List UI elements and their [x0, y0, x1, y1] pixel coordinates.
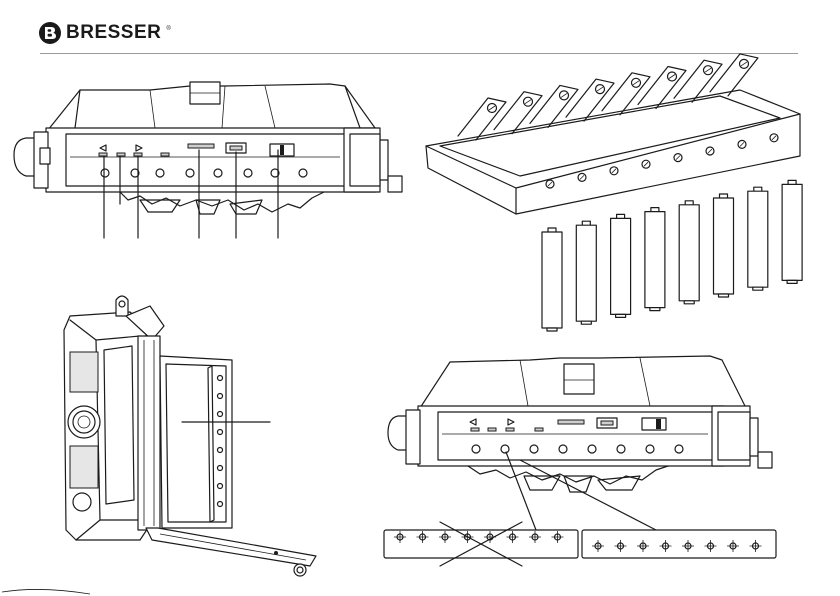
page-edge: [2, 589, 90, 594]
card-slot-icon: [188, 144, 214, 148]
battery: [542, 228, 562, 331]
battery-contact-strips: [384, 522, 776, 566]
aa-batteries: [542, 180, 802, 331]
camera-control-panel: [14, 82, 402, 238]
battery: [782, 180, 802, 283]
tray-slot: [710, 54, 758, 96]
camera-control-panel-detail: [388, 356, 772, 530]
battery-tray: [426, 54, 800, 214]
battery: [714, 194, 734, 297]
camera-open-housing: [64, 296, 316, 576]
battery: [748, 187, 768, 290]
battery: [679, 201, 699, 304]
battery: [611, 214, 631, 317]
battery: [645, 208, 665, 311]
battery: [576, 221, 596, 324]
